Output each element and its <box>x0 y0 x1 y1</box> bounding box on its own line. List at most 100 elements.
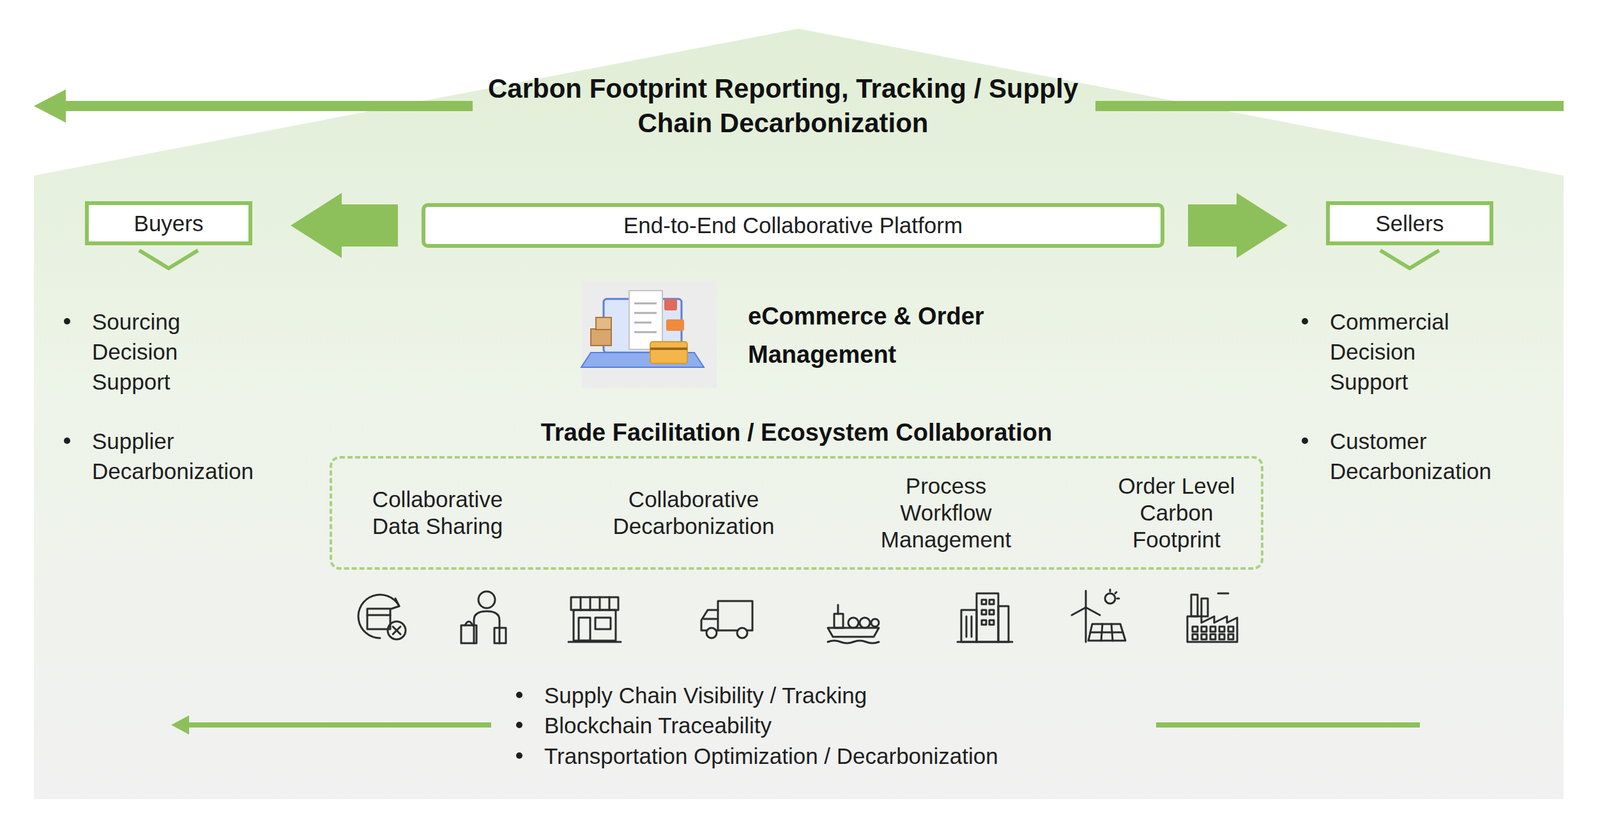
renewable-energy-icon-part <box>1111 624 1113 641</box>
office-buildings-icon-part <box>970 616 973 637</box>
store-icon <box>568 597 621 642</box>
ecommerce-illustration-part <box>590 328 612 346</box>
bullet-text: Sourcing Decision Support <box>91 306 227 397</box>
store-icon-part <box>573 609 616 641</box>
bullet-item: Transportation Optimization / Decarboniz… <box>544 740 1151 771</box>
return-box-icon <box>358 594 406 640</box>
office-buildings-icon-part <box>976 593 999 642</box>
factory-icon-part <box>1228 626 1234 632</box>
visibility-arrow <box>171 715 1420 735</box>
bullet-dot <box>63 437 71 444</box>
return-box-icon-part <box>391 598 400 609</box>
house-background <box>33 28 1564 800</box>
renewable-energy-icon-part <box>1109 589 1112 592</box>
truck-icon-part <box>717 601 753 631</box>
ecommerce-illustration-part <box>629 290 663 350</box>
factory-icon-part <box>1210 626 1216 632</box>
pointer-chevron-part <box>139 250 199 269</box>
bullet-text: Supplier Decarbonization <box>91 426 290 487</box>
factory-icon-part <box>1201 634 1207 640</box>
return-box-icon-part <box>392 626 401 635</box>
truck-icon-part <box>737 627 748 639</box>
factory-icon-part <box>1192 626 1198 632</box>
bullet-text: Commercial Decision Support <box>1329 306 1477 397</box>
factory-icon-part <box>1219 626 1225 632</box>
store-icon-part <box>589 597 592 610</box>
ship-icon-part <box>859 617 870 628</box>
shopper-icon-part <box>494 627 506 644</box>
ecommerce-illustration-part <box>634 302 657 305</box>
renewable-energy-icon-part <box>1085 607 1100 616</box>
ecommerce-illustration-part <box>581 281 717 388</box>
return-box-icon-part <box>367 608 391 630</box>
renewable-energy-icon-part <box>1088 624 1126 641</box>
title-arrow-part <box>1095 100 1564 112</box>
diagram-title: Carbon Footprint Reporting, Tracking / S… <box>476 71 1090 141</box>
ship-icon-part <box>827 627 879 637</box>
office-buildings-icon-part <box>957 641 1013 644</box>
collaboration-group: Trade Facilitation / Ecosystem Collabora… <box>329 456 1264 570</box>
factory-icon-part <box>1219 634 1225 640</box>
ecommerce-illustration <box>581 281 717 388</box>
block-arrow <box>1188 192 1288 259</box>
bullet-text: Transportation Optimization / Decarboniz… <box>544 740 1151 771</box>
factory-icon-part <box>1210 634 1216 640</box>
factory-icon-part <box>1218 592 1229 595</box>
renewable-energy-icon-part <box>1101 624 1103 641</box>
office-buildings-icon-part <box>989 620 994 625</box>
office-buildings-icon <box>957 593 1013 642</box>
ecommerce-illustration-part <box>634 331 657 334</box>
ship-icon-part <box>837 604 840 614</box>
office-buildings-icon-part <box>981 609 987 615</box>
store-icon-part <box>608 597 611 610</box>
bullet-dot <box>1301 318 1309 325</box>
office-buildings-icon-part <box>961 609 977 642</box>
ecommerce-illustration-part <box>666 319 685 331</box>
title-arrow-part <box>33 89 66 123</box>
store-icon-part <box>578 617 591 641</box>
bullet-dot <box>516 721 523 729</box>
return-box-icon-part <box>367 614 391 617</box>
visibility-arrow-part <box>171 715 190 735</box>
label-holder: eCommerce & Order Management <box>747 297 1049 374</box>
bullet-item: Commercial Decision Support <box>1329 306 1477 397</box>
ecommerce-illustration-part <box>595 317 612 330</box>
actor-box: Buyers <box>84 201 253 246</box>
ecommerce-illustration-part <box>650 341 688 364</box>
truck-icon-part <box>703 618 717 621</box>
bullet-text: Supply Chain Visibility / Tracking <box>544 680 1151 711</box>
ecommerce-illustration-part <box>650 347 688 351</box>
factory-icon <box>1187 593 1238 642</box>
factory-icon-part <box>1201 598 1208 617</box>
shopper-icon-part <box>461 625 477 644</box>
ship-icon-part <box>834 613 844 628</box>
factory-icon-part <box>1228 634 1234 640</box>
bullet-dot <box>516 691 523 699</box>
bullet-item: Blockchain Traceability <box>544 710 1151 741</box>
office-buildings-icon-part <box>965 616 968 637</box>
ecommerce-illustration-part <box>634 312 657 315</box>
bullet-dot <box>516 752 523 759</box>
renewable-energy-icon-part <box>1085 590 1088 608</box>
block-arrow <box>290 192 398 259</box>
office-buildings-icon-part <box>981 620 987 625</box>
factory-icon-part <box>1192 634 1198 640</box>
bullet-item: Sourcing Decision Support <box>91 306 227 397</box>
box-label: End-to-End Collaborative Platform <box>623 211 963 240</box>
pointer-chevron-part <box>1380 250 1440 269</box>
ship-icon-part <box>827 640 879 644</box>
renewable-energy-icon-part <box>1085 607 1088 642</box>
bullet-item: Customer Decarbonization <box>1329 426 1528 487</box>
shopper-icon-part <box>464 621 473 626</box>
renewable-energy-icon-part <box>1115 592 1117 594</box>
box-label: Buyers <box>134 209 204 238</box>
office-buildings-icon-part <box>989 609 994 615</box>
store-icon-part <box>579 597 582 610</box>
actor-box: Sellers <box>1325 201 1494 246</box>
ecommerce-illustration-part <box>664 298 678 311</box>
section-heading: eCommerce & Order Management <box>747 297 1049 374</box>
return-box-icon-part <box>392 626 401 635</box>
office-buildings-icon-part <box>989 599 994 605</box>
return-box-icon-part <box>358 594 400 639</box>
bullet-dot <box>63 318 71 325</box>
